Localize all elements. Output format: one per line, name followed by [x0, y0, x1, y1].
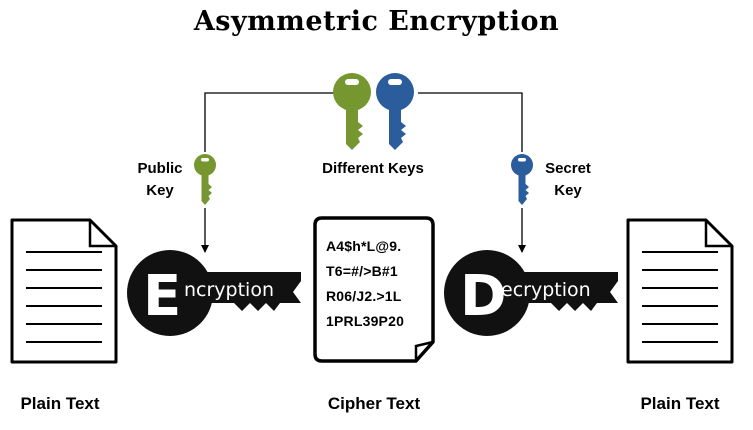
blue-key-icon — [376, 73, 414, 150]
cipher-line: A4$h*L@9. — [326, 238, 402, 254]
secret-key-label: Secret Key — [536, 158, 600, 202]
different-keys-label: Different Keys — [322, 160, 424, 177]
green-key-icon — [333, 73, 371, 150]
diagram-title: Asymmetric Encryption — [193, 6, 560, 37]
plain-text-label-left: Plain Text — [20, 394, 100, 413]
public-key-label-line1: Public — [137, 160, 183, 177]
public-key-label: Public Key — [128, 158, 192, 202]
encryption-initial: E — [143, 264, 181, 329]
cipher-text-document — [313, 216, 435, 363]
secret-key-icon — [511, 154, 533, 205]
connector-lines — [201, 92, 526, 253]
cipher-line: 1PRL39P20 — [326, 313, 405, 329]
cipher-line: T6=#/>B#1 — [326, 263, 398, 279]
public-key-icon — [194, 154, 216, 205]
decryption-initial: D — [460, 264, 506, 329]
public-key-label-line2: Key — [146, 182, 174, 199]
cipher-text-label: Cipher Text — [327, 394, 421, 413]
cipher-line: R06/J2.>1L — [326, 288, 402, 304]
encryption-key-shape: E ncryption — [127, 250, 301, 336]
plain-text-document-left — [10, 218, 118, 364]
decryption-key-shape: D ecryption — [444, 250, 618, 336]
secret-key-label-line2: Key — [554, 182, 582, 199]
decryption-label: ecryption — [501, 279, 591, 301]
plain-text-document-right — [626, 218, 734, 364]
plain-text-label-right: Plain Text — [640, 394, 720, 413]
encryption-label: ncryption — [184, 279, 274, 301]
secret-key-label-line1: Secret — [545, 160, 591, 177]
